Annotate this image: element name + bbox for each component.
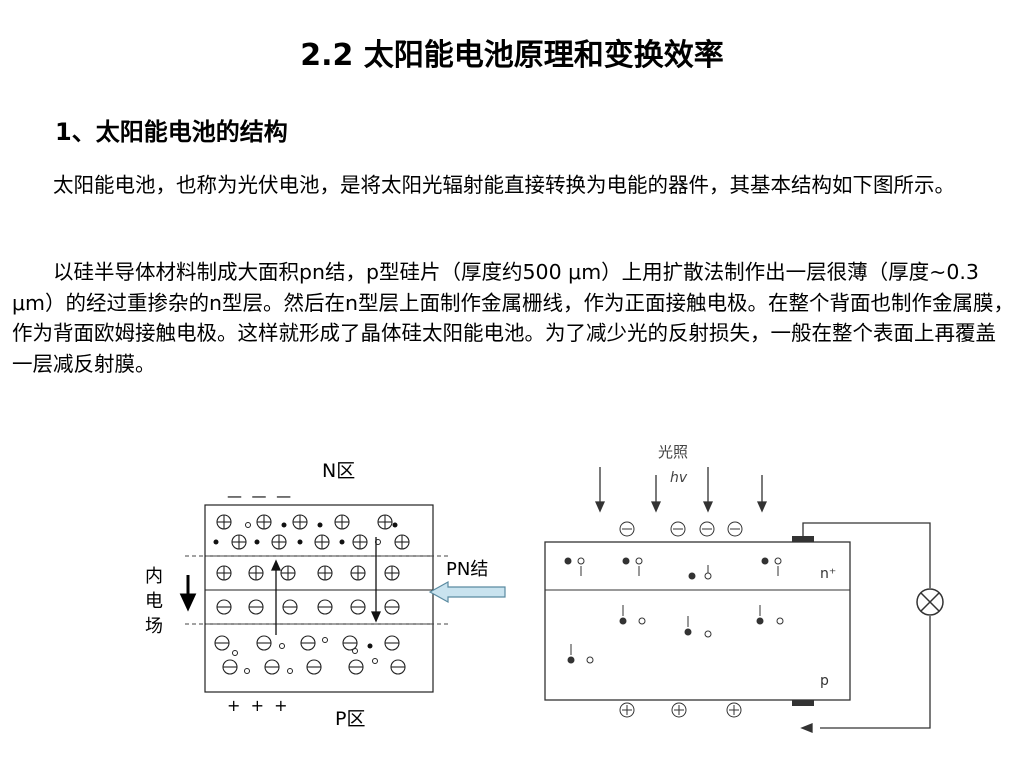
external-circuit-wire (800, 522, 931, 733)
slide-title: 2.2 太阳能电池原理和变换效率 (300, 38, 724, 73)
light-label: 光照 (658, 445, 688, 461)
p-side-charges: + + + (227, 696, 288, 715)
solar-cell-circuit-diagram: 光照 hv n⁺ p (544, 445, 944, 733)
bottom-contact (792, 700, 814, 706)
svg-text:电: 电 (145, 591, 163, 612)
carrier-drift-arrows (270, 537, 382, 635)
junction-block (204, 504, 434, 693)
top-contact (792, 536, 814, 542)
solar-cell-diagram: N区 — — — (145, 445, 944, 733)
pn-junction-pointer-icon (428, 580, 506, 604)
front-electrons (619, 521, 743, 537)
paragraph-definition: 太阳能电池，也称为光伏电池，是将太阳光辐射能直接转换为电能的器件，其基本结构如下… (53, 173, 955, 197)
n-side-charges: — — — (227, 487, 291, 505)
section-heading: 1、太阳能电池的结构 (55, 118, 288, 146)
paragraph-structure: 以硅半导体材料制成大面积pn结，p型硅片（厚度约500 μm）上用扩散法制作出一… (12, 260, 1014, 376)
p-layer-label: p (820, 673, 829, 689)
depletion-donors (216, 565, 400, 581)
lamp-icon (916, 588, 944, 616)
pn-junction-label: PN结 (446, 559, 488, 580)
built-in-field-label: 内 电 场 (145, 566, 163, 637)
p-region-acceptors (214, 635, 406, 675)
pn-junction-diagram: N区 — — — (145, 460, 506, 730)
p-region-label: P区 (335, 708, 365, 730)
light-arrows (594, 467, 768, 513)
field-arrow-icon (179, 575, 197, 612)
cell-body (544, 541, 851, 701)
n-region-label: N区 (322, 460, 355, 482)
n-region-donors (216, 514, 410, 550)
svg-text:场: 场 (145, 616, 163, 637)
carrier-pairs (564, 557, 784, 664)
svg-text:内: 内 (145, 566, 163, 587)
n-plus-label: n⁺ (820, 566, 836, 582)
photon-label: hv (670, 470, 688, 486)
holes (232, 522, 381, 674)
back-holes (619, 702, 742, 718)
depletion-acceptors (216, 599, 400, 615)
electrons (213, 522, 398, 649)
